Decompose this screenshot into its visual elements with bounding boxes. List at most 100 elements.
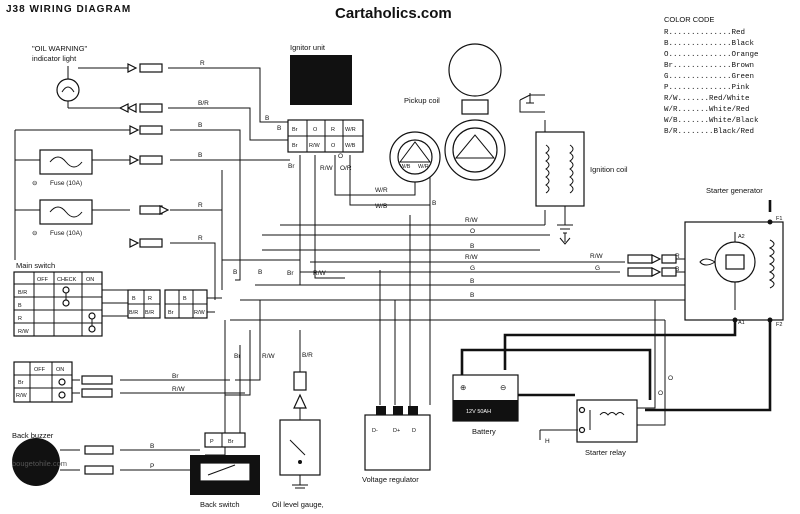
fr-switch-header: OFF <box>34 367 46 373</box>
fr-switch-row: Br <box>18 380 24 386</box>
starter-relay-label: Starter relay <box>585 448 626 457</box>
ignition-coil-label: Ignition coil <box>590 165 628 174</box>
wire-label: B <box>470 292 474 299</box>
wire-label: B <box>277 125 281 132</box>
ignitor-pin: R <box>331 127 335 133</box>
color-code-title: COLOR CODE <box>664 15 714 24</box>
oil-level-gauge: Oil level gauge, <box>272 371 324 509</box>
connector-pin: B/R <box>145 310 154 316</box>
wire-label: B <box>470 278 474 285</box>
color-code-entry: O..............Orange <box>664 51 759 59</box>
wire-label: W/R <box>375 187 388 194</box>
oil-warning-light: "OIL WARNING" indicator light <box>32 44 88 109</box>
wire-label: B <box>198 152 202 159</box>
wire-label: O <box>470 228 475 235</box>
battery-minus: ⊖ <box>500 383 506 392</box>
main-switch-row: R <box>18 316 22 322</box>
wire-label: R/W <box>172 386 186 393</box>
wire-label: R/W <box>465 217 479 224</box>
starter-relay: Starter relay <box>539 399 638 457</box>
color-code-entry: W/B.......White/Black <box>664 117 759 125</box>
fuse-1-label: Fuse (10A) <box>50 180 82 187</box>
ignitor-unit: Ignitor unit Br O R W/R Br R/W O W/B <box>287 43 364 153</box>
wire-label: B/R <box>302 352 313 359</box>
wire-label: R <box>198 202 203 209</box>
fuse-2: Fuse (10A) <box>39 199 93 237</box>
battery: ⊕ ⊖ 12V 50AH Battery <box>452 374 519 436</box>
wire-label: H <box>545 438 550 445</box>
main-switch-header: CHECK <box>57 277 77 283</box>
wire-label: W/B <box>375 203 387 210</box>
wire-label: O <box>338 153 343 160</box>
connector-pin: B/R <box>129 310 138 316</box>
pickup-coil-label: Pickup coil <box>404 96 440 105</box>
starter-terminal: F1 <box>776 216 782 222</box>
pickup-pin: W/B <box>400 164 411 170</box>
ignitor-pin: W/B <box>345 143 356 149</box>
connector-pin: B <box>183 296 187 302</box>
wire-label: R <box>675 253 680 260</box>
wire-label: R <box>200 60 205 67</box>
wire-label: Br <box>287 270 294 277</box>
voltage-regulator: D- D+ D Voltage regulator <box>362 406 431 484</box>
color-code-entry: Br.............Brown <box>664 62 754 70</box>
back-switch-label: Back switch <box>200 500 240 509</box>
wire-label: R/W <box>320 165 334 172</box>
wire-label: Br <box>234 353 241 360</box>
wire-label: R/W <box>313 270 327 277</box>
wire-label: B <box>432 200 436 207</box>
battery-plus: ⊕ <box>460 383 466 392</box>
wire-label: O/R <box>340 165 352 172</box>
wire-label: O <box>668 375 673 382</box>
back-switch-pin: Br <box>228 439 234 445</box>
main-switch-connector: B R B B/R B/R Br R/W <box>102 289 222 319</box>
starter-generator: Starter generator A2 A1 F1 F2 <box>684 186 784 328</box>
starter-terminal: A2 <box>738 234 745 240</box>
starter-generator-label: Starter generator <box>706 186 763 195</box>
oil-level-gauge-label: Oil level gauge, <box>272 500 324 509</box>
fr-switch: OFF ON Br R/W <box>13 361 73 403</box>
color-code-entry: W/R.......White/Red <box>664 106 750 114</box>
main-switch-row: B <box>18 303 22 309</box>
wire-labels: R B/R B B R R B B Br O/R R/W O W/R W/B B… <box>150 60 680 470</box>
ignitor-pin: Br <box>292 143 298 149</box>
wire-label: R <box>198 235 203 242</box>
color-code-entry: R/W.......Red/White <box>664 95 750 103</box>
ignition-coil: Ignition coil <box>535 131 628 245</box>
wire-label: B <box>258 269 262 276</box>
regulator-terminal: D <box>412 428 416 434</box>
connector-pin: R/W <box>194 310 206 316</box>
main-switch: Main switch OFF CHECK ON B/R B R R/W <box>13 261 103 337</box>
wire-label: B <box>198 122 202 129</box>
regulator-terminal: D- <box>372 428 378 434</box>
ignitor-pin: O <box>331 143 336 149</box>
wire-label: B <box>470 243 474 250</box>
wire-label: P <box>150 463 154 470</box>
wire-label: O <box>658 390 663 397</box>
ignitor-pin: O <box>313 127 318 133</box>
oil-warning-label: "OIL WARNING" <box>32 44 88 53</box>
connector-pin: Br <box>168 310 174 316</box>
wire-label: R/W <box>590 253 604 260</box>
harness-connectors <box>81 63 690 475</box>
wire-label: B <box>233 269 237 276</box>
main-switch-row: B/R <box>18 290 27 296</box>
main-switch-label: Main switch <box>16 261 55 270</box>
color-code-entry: R..............Red <box>664 29 745 37</box>
main-switch-header: ON <box>86 277 94 283</box>
wire-label: R/W <box>465 254 479 261</box>
battery-label: Battery <box>472 427 496 436</box>
fuse-1: Fuse (10A) <box>39 149 93 187</box>
ignitor-pin: R/W <box>309 143 321 149</box>
ignitor-pin: Br <box>292 127 298 133</box>
wire-label: B <box>265 115 269 122</box>
ignitor-pin: W/R <box>345 127 356 133</box>
battery-rating: 12V 50AH <box>466 409 491 415</box>
indicator-light-label: indicator light <box>32 54 77 63</box>
connector-pin: B <box>132 296 136 302</box>
color-code-entry: G..............Green <box>664 73 754 81</box>
wire-label: B <box>675 266 679 273</box>
main-switch-row: R/W <box>18 329 30 335</box>
color-code-legend: COLOR CODE R..............Red B.........… <box>664 15 759 136</box>
